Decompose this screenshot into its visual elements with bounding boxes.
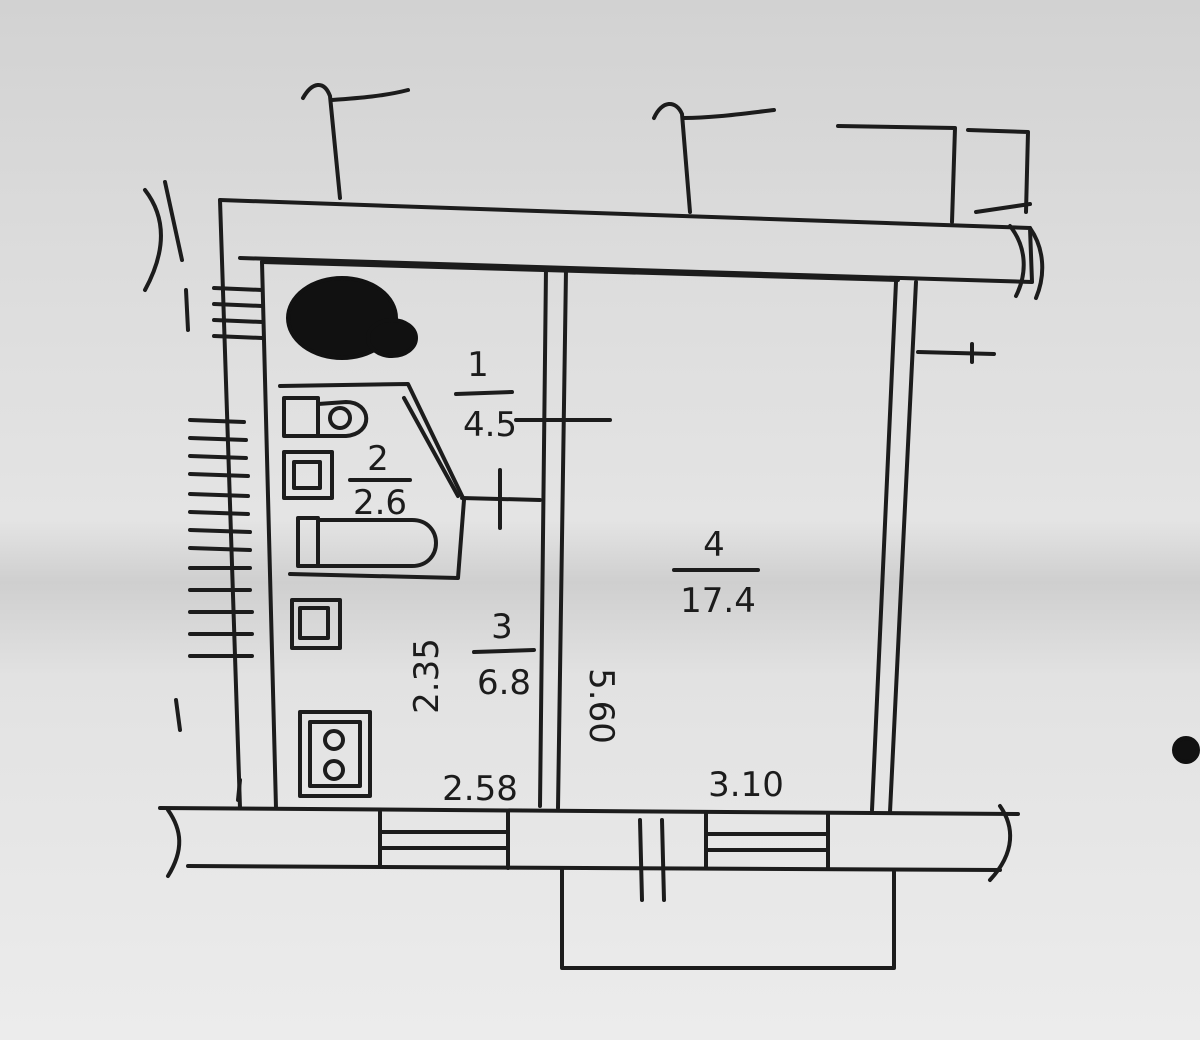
- dimension-ticks: [174, 342, 996, 802]
- room-4-label: 4 17.4: [672, 525, 760, 621]
- kitchen-width-label: 2.58: [442, 769, 518, 809]
- kitchen-depth-label: 2.35: [407, 638, 447, 714]
- room-width-label: 3.10: [708, 765, 784, 805]
- room-2-label: 2 2.6: [348, 439, 412, 523]
- room-1-number: 1: [467, 345, 489, 385]
- room-3-area: 6.8: [477, 663, 531, 703]
- redaction-scribble: [286, 276, 1200, 764]
- interior-partitions: [278, 266, 612, 810]
- room-4-number: 4: [703, 525, 725, 565]
- sink-icon: [282, 450, 334, 500]
- room-1-label: 1 4.5: [454, 345, 517, 445]
- bathtub-icon: [296, 516, 438, 568]
- toilet-icon: [282, 396, 369, 438]
- stairwell-steps: [184, 286, 264, 658]
- room-depth-label: 5.60: [581, 668, 621, 744]
- room-3-label: 3 6.8: [472, 607, 536, 703]
- room-4-area: 17.4: [680, 581, 756, 621]
- room-3-number: 3: [491, 607, 513, 647]
- stove-icon: [298, 710, 372, 798]
- room-1-area: 4.5: [463, 405, 517, 445]
- room-2-area: 2.6: [353, 483, 407, 523]
- wall-sink-icon: [290, 598, 342, 650]
- exterior-walls: [143, 180, 1045, 814]
- upper-wall-stubs: [301, 83, 1032, 224]
- room-2-number: 2: [367, 439, 389, 479]
- bottom-wall: [158, 804, 1020, 970]
